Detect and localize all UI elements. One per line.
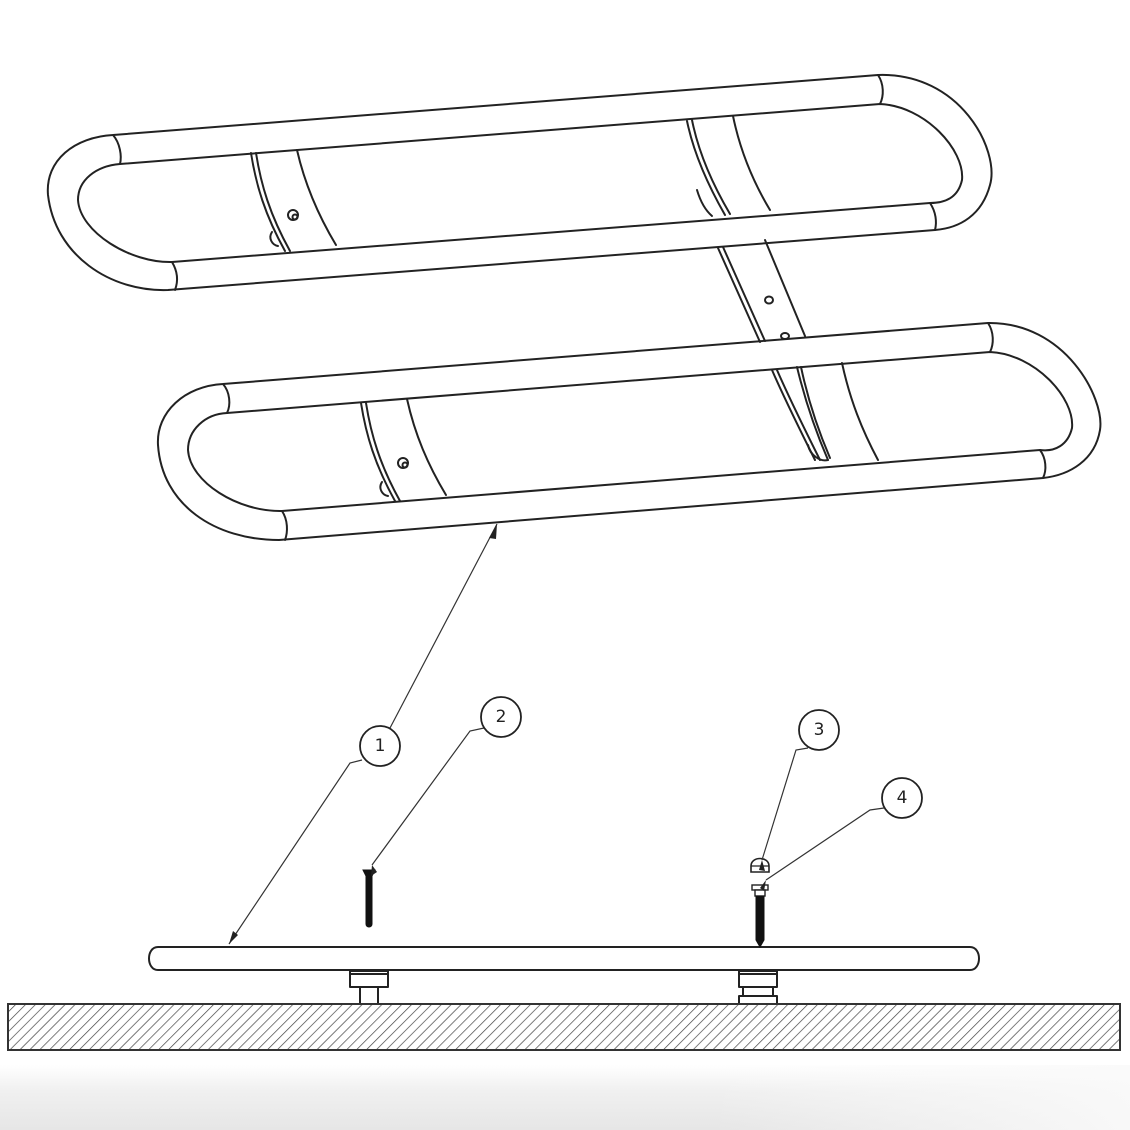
leader-2: [371, 727, 485, 866]
leader-3: [761, 747, 809, 861]
cap-nut: [750, 857, 770, 873]
ground-section: [7, 1003, 1121, 1051]
cross-strap: [717, 239, 879, 462]
callout-circle-2: [480, 696, 522, 738]
anchor-screw: [362, 869, 376, 928]
leader-1a: [389, 523, 498, 729]
leader-4: [765, 807, 885, 881]
anchor-bolt: [751, 884, 769, 949]
base-rail: [148, 946, 980, 971]
callout-circle-3: [798, 709, 840, 751]
leader-lines: [228, 523, 885, 945]
callout-circles: [359, 696, 923, 819]
left-foot: [349, 970, 389, 1005]
callout-circle-4: [881, 777, 923, 819]
leader-arrowheads: [229, 524, 766, 944]
right-foot: [738, 970, 778, 1005]
upper-loop: [46, 73, 993, 292]
lower-loop: [156, 321, 1102, 541]
leader-1b: [228, 759, 363, 945]
callout-circle-1: [359, 725, 401, 767]
bottom-shadow: [0, 1065, 1130, 1130]
